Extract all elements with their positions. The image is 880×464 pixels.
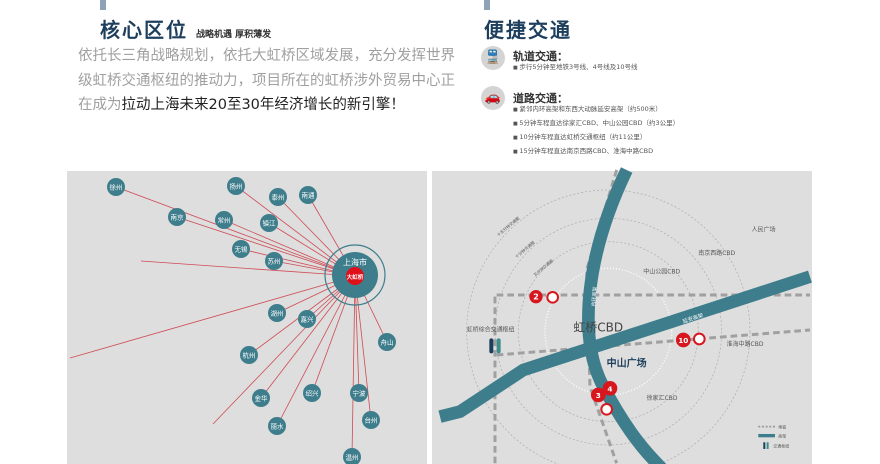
city-label: 湖州 bbox=[271, 309, 284, 318]
city-node bbox=[269, 188, 287, 206]
city-label: 舟山 bbox=[381, 338, 394, 347]
connection-line bbox=[351, 275, 356, 458]
train-icon: 🚆 bbox=[481, 46, 505, 70]
connection-line bbox=[140, 260, 356, 277]
city-label: 常州 bbox=[218, 216, 231, 225]
hub-icon bbox=[489, 338, 494, 354]
city-node bbox=[343, 448, 361, 464]
yanan-elevated bbox=[438, 270, 812, 423]
city-label: 嘉兴 bbox=[301, 315, 315, 324]
rail-list: 步行5分钟至地铁3号线、4号线及10号线 bbox=[513, 61, 638, 75]
city-label: 南通 bbox=[302, 191, 316, 200]
road-title: 道路交通： bbox=[513, 92, 568, 105]
city-label: 南京 bbox=[171, 213, 185, 222]
city-node bbox=[299, 186, 317, 204]
city-label: 绍兴 bbox=[306, 389, 320, 398]
svg-text:地铁: 地铁 bbox=[778, 423, 786, 429]
city-node bbox=[227, 177, 245, 195]
title-accent bbox=[484, 0, 490, 10]
svg-text:10: 10 bbox=[678, 336, 688, 345]
connection-line bbox=[260, 275, 356, 399]
inner-ring-road bbox=[582, 167, 667, 464]
city-label: 镇江 bbox=[263, 219, 277, 228]
metro-station-2: 2 bbox=[529, 289, 559, 304]
section-title-location: 核心区位战略机遇 厚积薄发 bbox=[100, 18, 272, 42]
city-node bbox=[362, 411, 380, 429]
metro-icon bbox=[600, 402, 613, 416]
place-label: 人民广场 bbox=[752, 226, 776, 234]
city-node bbox=[350, 384, 368, 402]
city-label: 徐州 bbox=[110, 183, 123, 192]
city-node bbox=[260, 214, 278, 232]
shanghai-label: 上海市 bbox=[343, 257, 367, 267]
city-node bbox=[268, 417, 286, 435]
place-label: 南京西路CBD bbox=[698, 249, 735, 257]
city-node bbox=[168, 208, 186, 226]
cbd-label: 虹桥CBD bbox=[573, 321, 623, 335]
svg-text:高架: 高架 bbox=[778, 432, 786, 438]
city-node bbox=[252, 389, 270, 407]
svg-text:2: 2 bbox=[533, 293, 539, 302]
svg-text:3: 3 bbox=[596, 391, 601, 400]
title-accent bbox=[100, 0, 106, 10]
connection-line bbox=[212, 275, 356, 425]
city-node bbox=[378, 333, 396, 351]
city-label: 泰州 bbox=[272, 193, 285, 202]
map-legend: 地铁 高架 交通枢纽 bbox=[758, 423, 789, 449]
city-node bbox=[107, 178, 125, 196]
city-label: 宁波 bbox=[353, 389, 367, 398]
city-label: 扬州 bbox=[230, 182, 243, 191]
connection-line bbox=[223, 219, 356, 277]
svg-text:4: 4 bbox=[607, 384, 612, 393]
metro-station-3-4: 43 bbox=[590, 380, 618, 416]
city-node bbox=[268, 304, 286, 322]
connection-line bbox=[115, 186, 356, 277]
city-label: 无锡 bbox=[235, 245, 249, 254]
connection-line bbox=[176, 216, 356, 277]
connection-line bbox=[69, 275, 356, 359]
car-icon: 🚗 bbox=[481, 86, 505, 110]
city-node bbox=[265, 252, 283, 270]
connection-line bbox=[276, 275, 356, 427]
city-node bbox=[240, 346, 258, 364]
road-label: 内环高架 bbox=[590, 286, 599, 306]
city-node bbox=[298, 310, 316, 328]
connection-line bbox=[354, 275, 372, 421]
location-paragraph: 依托长三角战略规划，依托大虹桥区域发展，充分发挥世界级虹桥交通枢纽的推动力，项目… bbox=[78, 48, 455, 113]
city-node bbox=[303, 384, 321, 402]
city-node bbox=[232, 240, 250, 258]
svg-text:交通枢纽: 交通枢纽 bbox=[773, 442, 789, 448]
project-marker bbox=[346, 267, 364, 285]
connection-line bbox=[235, 185, 356, 277]
metro-icon bbox=[546, 290, 559, 304]
city-label: 杭州 bbox=[243, 351, 256, 360]
section-subtitle: 战略机遇 厚积薄发 bbox=[196, 30, 272, 40]
section-title-traffic: 便捷交通 bbox=[484, 18, 572, 42]
city-label: 温州 bbox=[346, 453, 359, 462]
road-list: 紧邻内环高架和东西大动脉延安高架（约500米）5分钟车程直达徐家汇CBD、中山公… bbox=[513, 103, 679, 159]
metro-station-10: 10 bbox=[675, 332, 706, 348]
city-label: 苏州 bbox=[268, 257, 281, 266]
shanghai-ring bbox=[324, 244, 386, 306]
city-label: 台州 bbox=[365, 416, 378, 425]
place-label: 中山公园CBD bbox=[643, 267, 680, 275]
metro-icon bbox=[692, 332, 706, 346]
project-logo: 中山广场 bbox=[607, 357, 647, 370]
place-label: 淮海中路CBD bbox=[727, 340, 764, 348]
hub-label: 虹桥综合交通枢纽 bbox=[467, 326, 515, 334]
city-label: 丽水 bbox=[271, 422, 285, 431]
city-node bbox=[215, 211, 233, 229]
city-label: 金华 bbox=[255, 394, 269, 403]
place-label: 徐家汇CBD bbox=[647, 394, 678, 402]
rail-title: 轨道交通： bbox=[513, 50, 568, 63]
project-label: 大虹桥 bbox=[347, 273, 364, 281]
